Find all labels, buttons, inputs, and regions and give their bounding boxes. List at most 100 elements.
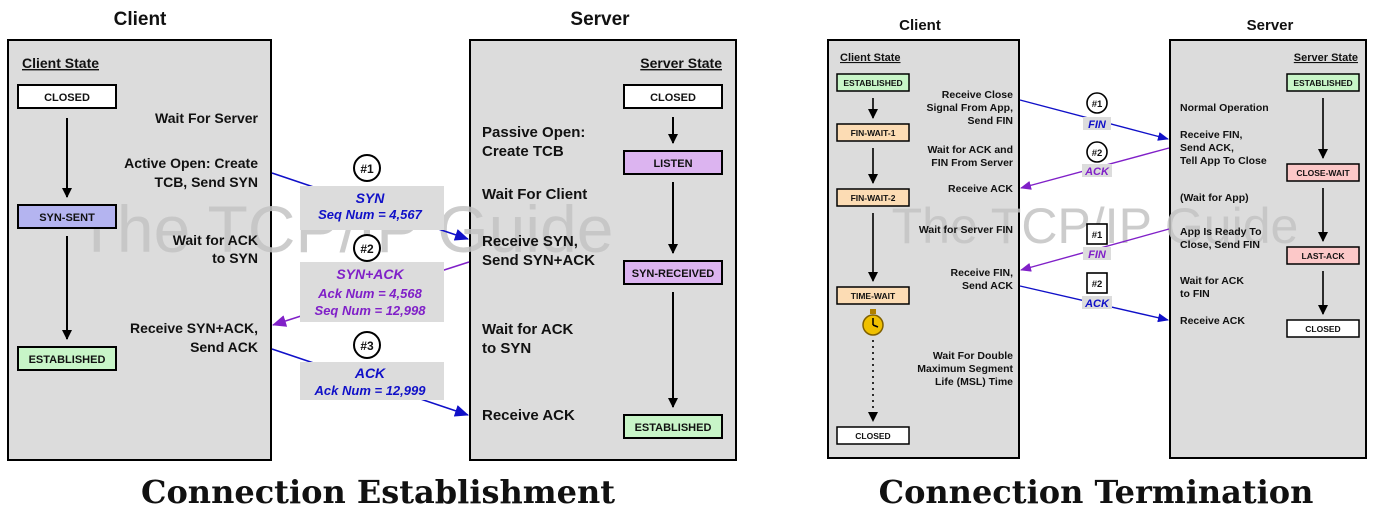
est-server-state-closed: CLOSED xyxy=(623,84,723,109)
term-client-action: Life (MSL) Time xyxy=(935,376,1013,388)
est-client-state-label: Client State xyxy=(22,55,99,71)
term-client-state-time-wait: TIME-WAIT xyxy=(836,286,910,305)
term-client-panel xyxy=(827,39,1020,459)
est-server-state-label: Server State xyxy=(640,55,722,71)
state-label: ESTABLISHED xyxy=(635,422,712,434)
term-server-action: Close, Send FIN xyxy=(1180,239,1260,251)
term-client-action: Receive ACK xyxy=(948,183,1013,195)
est-client-action: Wait For Server xyxy=(155,110,259,126)
state-label: CLOSED xyxy=(855,431,890,441)
termination-diagram: Client Server The TCP/IP Guide Client St… xyxy=(827,17,1367,511)
term-server-state-established: ESTABLISHED xyxy=(1286,73,1360,92)
term-server-action: App Is Ready To xyxy=(1180,226,1261,238)
est-server-action: Passive Open: xyxy=(482,124,585,141)
est-client-header: Client xyxy=(114,9,167,30)
message-number: #3 xyxy=(360,339,374,353)
est-server-state-listen: LISTEN xyxy=(623,150,723,175)
est-server-action: Receive SYN, xyxy=(482,233,578,250)
message-ack: #3 ACK Ack Num = 12,999 xyxy=(300,331,444,400)
term-client-action: Send ACK xyxy=(962,280,1013,292)
term-client-action: Send FIN xyxy=(967,115,1013,127)
term-server-header: Server xyxy=(1247,17,1294,34)
state-label: LISTEN xyxy=(653,158,692,170)
est-server-action: Wait for ACK xyxy=(482,321,574,338)
state-label: CLOSE-WAIT xyxy=(1296,168,1350,178)
term-client-action: FIN From Server xyxy=(931,157,1013,169)
message-detail: Seq Num = 4,567 xyxy=(318,207,422,222)
term-server-action: Receive FIN, xyxy=(1180,129,1243,141)
term-server-action: Tell App To Close xyxy=(1180,155,1267,167)
est-server-action: Create TCB xyxy=(482,143,564,160)
term-client-action: Signal From App, xyxy=(926,102,1013,114)
est-client-state-closed: CLOSED xyxy=(17,84,117,109)
message-detail: Ack Num = 4,568 xyxy=(317,286,422,301)
est-server-panel xyxy=(469,39,737,461)
term-server-state-closed: CLOSED xyxy=(1286,319,1360,338)
est-server-action: to SYN xyxy=(482,340,531,357)
term-client-action: Wait for ACK and xyxy=(927,144,1013,156)
state-label: FIN-WAIT-2 xyxy=(851,193,896,203)
est-server-action: Wait For Client xyxy=(482,186,587,203)
term-client-action: Wait for Server FIN xyxy=(919,224,1013,236)
term-server-state-label: Server State xyxy=(1294,52,1358,64)
message-detail: Seq Num = 12,998 xyxy=(315,303,427,318)
est-client-action: Receive SYN+ACK, xyxy=(130,320,258,336)
term-server-action: (Wait for App) xyxy=(1180,192,1249,204)
term-client-state-label: Client State xyxy=(840,52,901,64)
term-client-action: Receive Close xyxy=(942,89,1013,101)
est-client-action: TCB, Send SYN xyxy=(155,174,258,190)
message-fin-1: #1 FIN xyxy=(1083,92,1111,131)
state-label: CLOSED xyxy=(44,92,90,104)
est-client-action: Wait for ACK xyxy=(173,232,258,248)
state-label: FIN-WAIT-1 xyxy=(851,128,896,138)
state-label: LAST-ACK xyxy=(1302,251,1346,261)
message-fin-2: #1 FIN xyxy=(1083,223,1111,261)
term-client-action: Maximum Segment xyxy=(917,363,1013,375)
term-server-action: Normal Operation xyxy=(1180,102,1269,114)
state-label: CLOSED xyxy=(1305,324,1340,334)
term-caption: Connection Termination xyxy=(879,473,1314,511)
est-client-action: to SYN xyxy=(212,250,258,266)
term-client-state-established: ESTABLISHED xyxy=(836,73,910,92)
state-label: SYN-SENT xyxy=(39,212,95,224)
est-caption: Connection Establishment xyxy=(141,473,615,511)
message-ack-1: #2 ACK xyxy=(1082,141,1112,178)
term-server-state-close-wait: CLOSE-WAIT xyxy=(1286,163,1360,182)
message-synack: #2 SYN+ACK Ack Num = 4,568 Seq Num = 12,… xyxy=(300,234,444,322)
message-number: #2 xyxy=(360,242,374,256)
term-client-state-closed: CLOSED xyxy=(836,426,910,445)
est-server-state-syn-received: SYN-RECEIVED xyxy=(623,260,723,285)
stopwatch-icon xyxy=(862,309,884,336)
message-ack-2: #2 ACK xyxy=(1082,272,1112,310)
message-label: FIN xyxy=(1088,119,1107,131)
est-server-action: Receive ACK xyxy=(482,407,575,424)
state-label: ESTABLISHED xyxy=(29,354,106,366)
est-client-action: Send ACK xyxy=(190,339,258,355)
term-server-action: to FIN xyxy=(1180,288,1210,300)
term-server-action: Wait for ACK xyxy=(1180,275,1244,287)
state-label: TIME-WAIT xyxy=(851,291,896,301)
message-label: ACK xyxy=(354,365,386,381)
est-client-action: Active Open: Create xyxy=(124,155,258,171)
term-client-action: Wait For Double xyxy=(933,350,1013,362)
term-client-header: Client xyxy=(899,17,941,34)
message-detail: Ack Num = 12,999 xyxy=(314,383,427,398)
message-number: #1 xyxy=(1092,99,1103,110)
message-syn: #1 SYN Seq Num = 4,567 xyxy=(300,154,444,230)
est-client-panel xyxy=(7,39,272,461)
message-number: #1 xyxy=(360,162,374,176)
state-label: ESTABLISHED xyxy=(843,78,902,88)
establishment-diagram: Client Server The TCP/IP Guide Client St… xyxy=(7,9,737,511)
message-label: ACK xyxy=(1084,298,1110,310)
est-server-action: Send SYN+ACK xyxy=(482,252,595,269)
message-label: ACK xyxy=(1084,166,1110,178)
state-label: CLOSED xyxy=(650,92,696,104)
term-client-state-fin-wait-2: FIN-WAIT-2 xyxy=(836,188,910,207)
term-client-action: Receive FIN, xyxy=(951,267,1014,279)
term-server-state-last-ack: LAST-ACK xyxy=(1286,246,1360,265)
term-client-state-fin-wait-1: FIN-WAIT-1 xyxy=(836,123,910,142)
term-server-action: Send ACK, xyxy=(1180,142,1234,154)
state-label: ESTABLISHED xyxy=(1293,78,1352,88)
term-server-action: Receive ACK xyxy=(1180,315,1245,327)
